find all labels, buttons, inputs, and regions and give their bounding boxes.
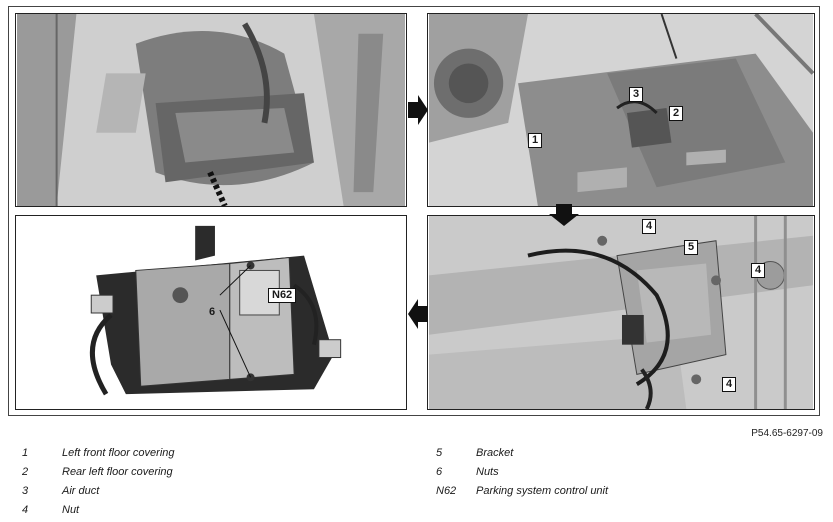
panel-control-unit-view: 6 N62	[15, 215, 407, 410]
arrow-left	[408, 299, 428, 329]
arrow-down	[549, 204, 579, 226]
panel-floor-view: 1 2 3	[427, 13, 815, 207]
panel-bracket-view: 4 5 4 4	[427, 215, 815, 410]
figure-reference: P54.65-6297-09	[751, 428, 823, 439]
callout-3: 3	[629, 87, 644, 102]
callout-4-right: 4	[751, 263, 766, 278]
control-unit-illustration	[17, 216, 405, 409]
callout-4-top: 4	[642, 219, 657, 234]
callout-n62: N62	[268, 288, 297, 303]
callout-5: 5	[684, 240, 699, 255]
figure-frame: 1 2 3 6 N62	[8, 6, 820, 416]
callout-6: 6	[209, 306, 216, 318]
callout-4-bottom: 4	[722, 377, 737, 392]
bracket-illustration	[428, 216, 814, 409]
arrow-right	[408, 95, 428, 125]
panel-seat-view	[15, 13, 407, 207]
callout-2: 2	[669, 106, 684, 121]
callout-1: 1	[528, 133, 543, 148]
seat-illustration	[17, 14, 405, 206]
floor-illustration	[429, 14, 814, 206]
